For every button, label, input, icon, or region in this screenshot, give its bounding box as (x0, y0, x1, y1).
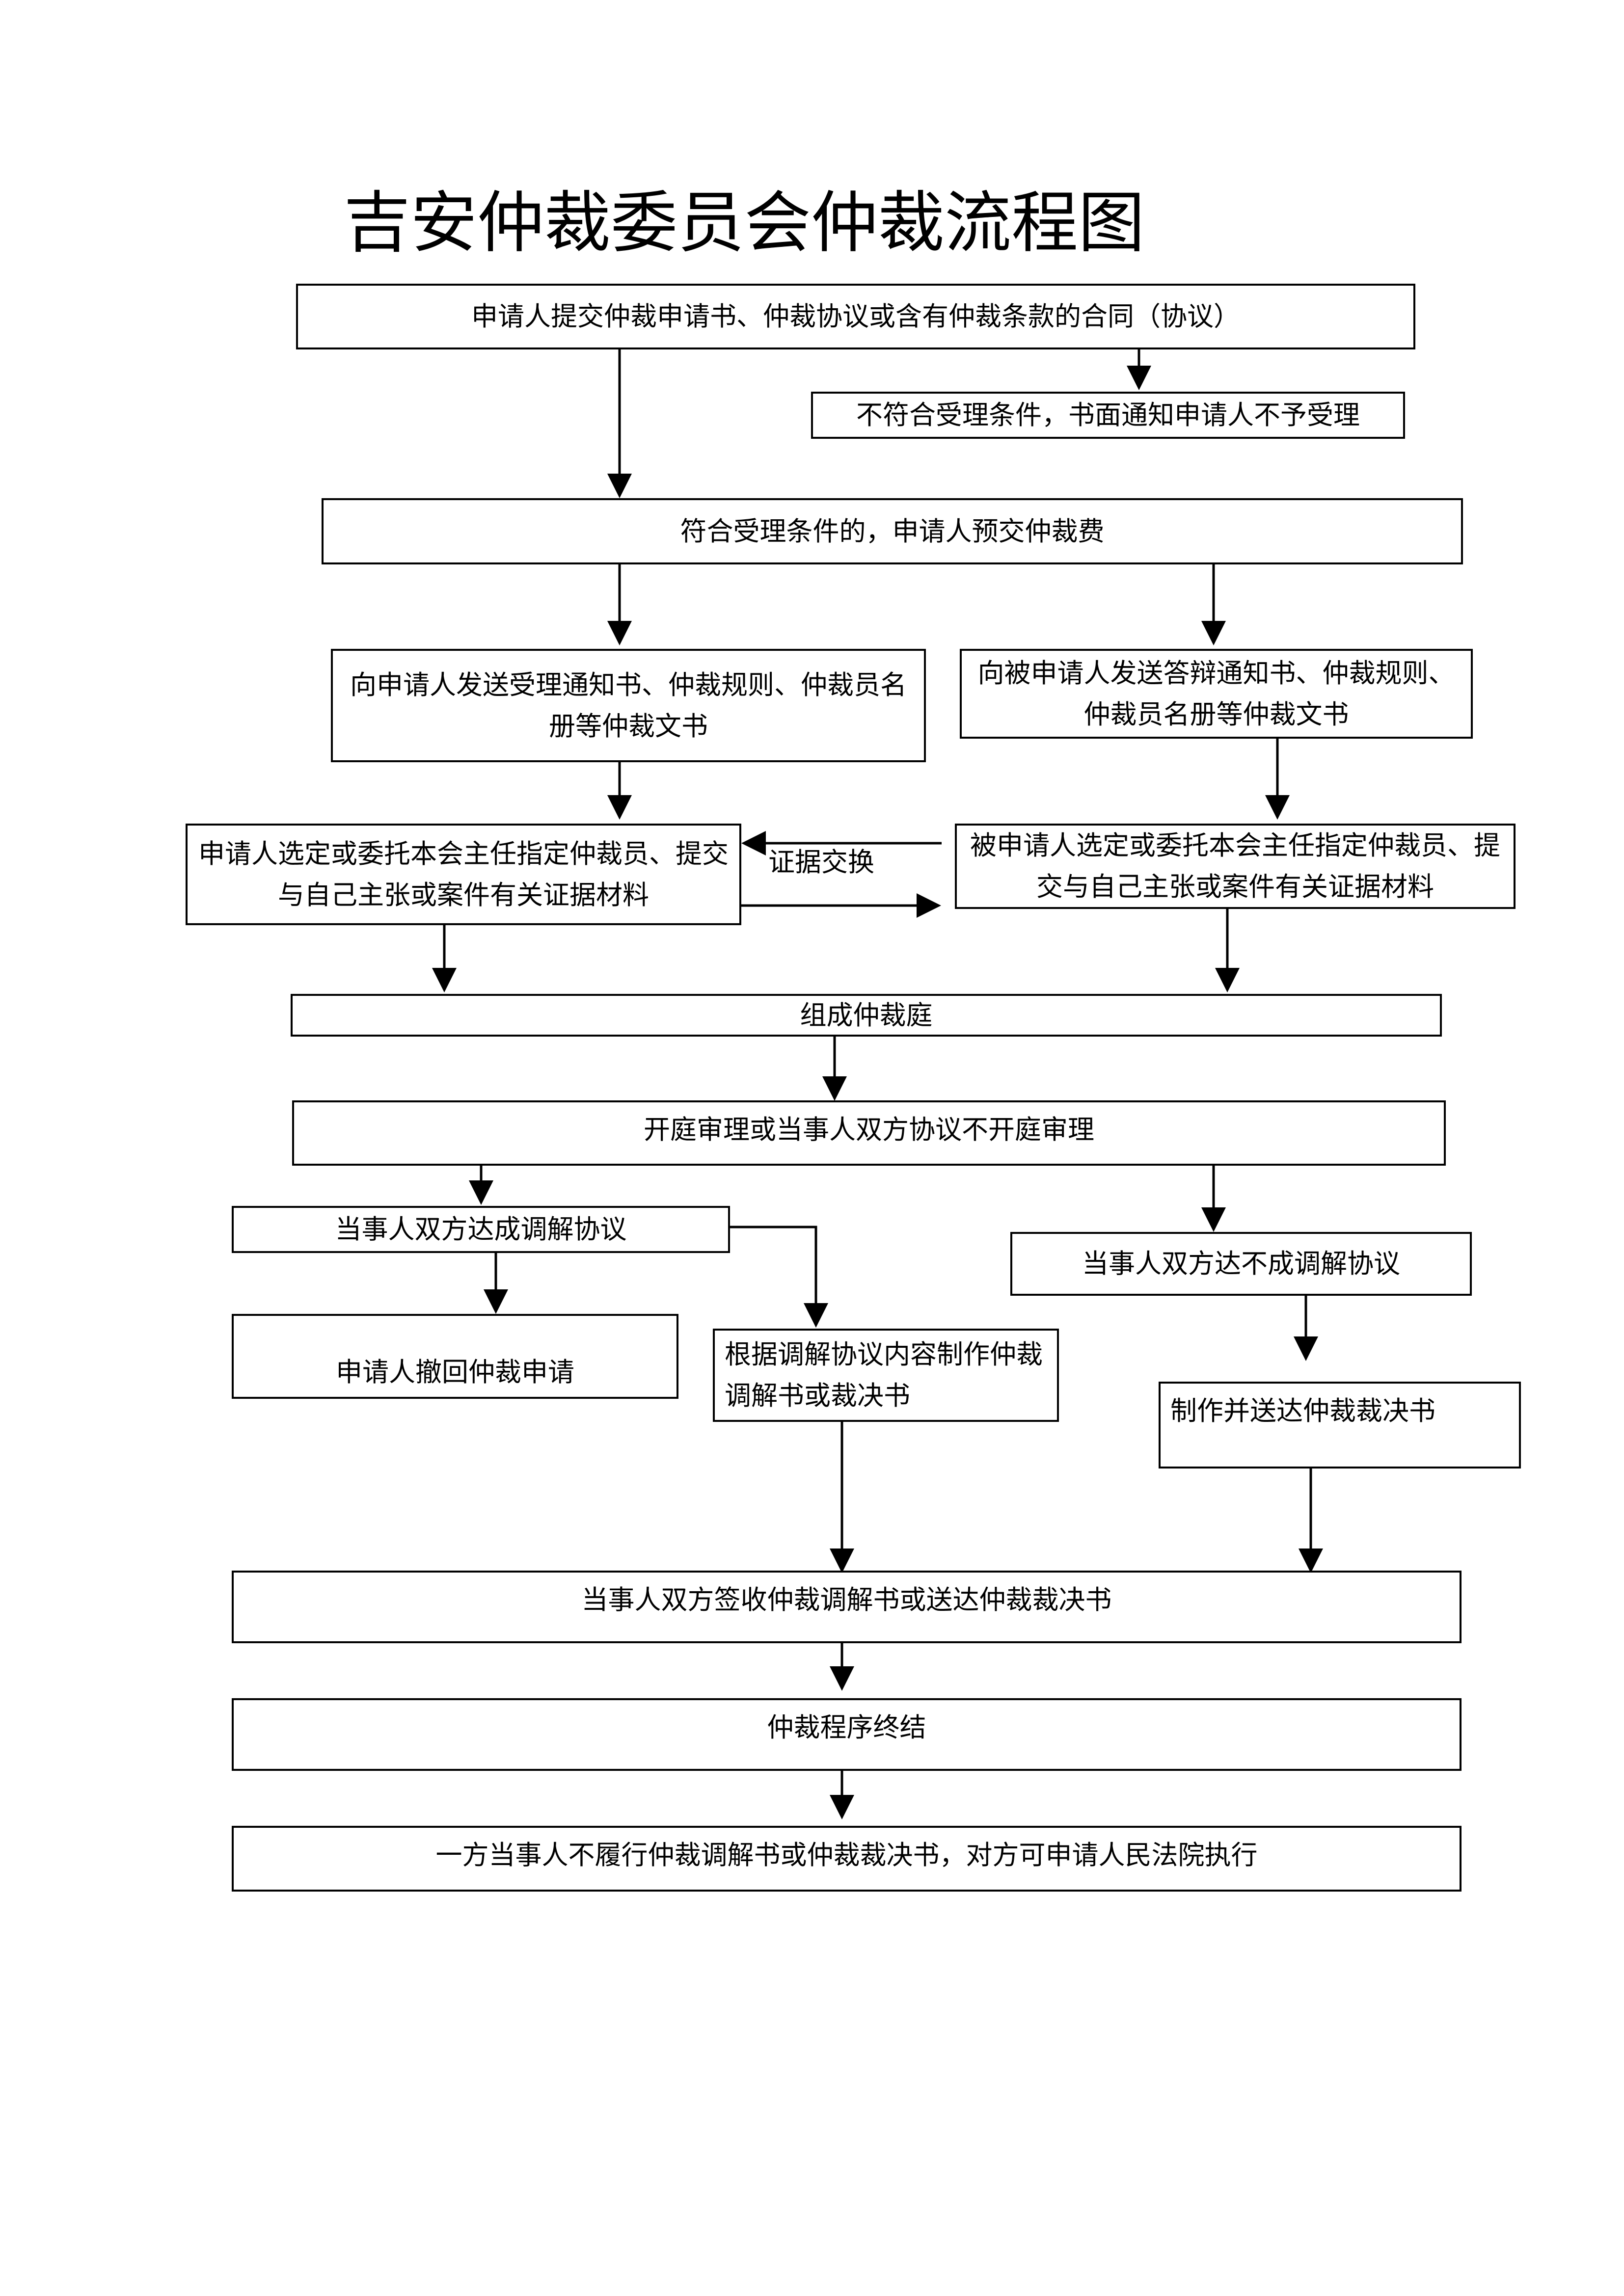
step-accept-text: 符合受理条件的，申请人预交仲裁费 (680, 515, 1105, 547)
step-notify-applicant-box: 向申请人发送受理通知书、仲裁规则、仲裁员名册等仲裁文书 (331, 649, 926, 762)
step-applicant-select-text: 申请人选定或委托本会主任指定仲裁员、提交与自己主张或案件有关证据材料 (198, 838, 729, 910)
step-applicant-select-box: 申请人选定或委托本会主任指定仲裁员、提交与自己主张或案件有关证据材料 (186, 824, 741, 925)
step-notify-respondent-text: 向被申请人发送答辩通知书、仲裁规则、仲裁员名册等仲裁文书 (977, 657, 1455, 730)
step-sign-receipt-box: 当事人双方签收仲裁调解书或送达仲裁裁决书 (232, 1571, 1462, 1643)
step-mediation-reached-box: 当事人双方达成调解协议 (232, 1206, 730, 1253)
step-withdraw-box: 申请人撤回仲裁申请 (232, 1314, 678, 1399)
step-terminate-box: 仲裁程序终结 (232, 1698, 1462, 1771)
step-mediation-failed-box: 当事人双方达不成调解协议 (1010, 1232, 1472, 1296)
step-mediation-failed-text: 当事人双方达不成调解协议 (1082, 1248, 1400, 1279)
step-make-award-box: 制作并送达仲裁裁决书 (1159, 1382, 1521, 1468)
evidence-exchange-label: 证据交换 (768, 847, 874, 878)
step-enforce-text: 一方当事人不履行仲裁调解书或仲裁裁决书，对方可申请人民法院执行 (435, 1840, 1258, 1870)
step-respondent-select-box: 被申请人选定或委托本会主任指定仲裁员、提交与自己主张或案件有关证据材料 (955, 824, 1516, 909)
arrow-reached-to-make-mediation (730, 1226, 828, 1328)
step-accept-box: 符合受理条件的，申请人预交仲裁费 (322, 498, 1463, 564)
step-enforce-box: 一方当事人不履行仲裁调解书或仲裁裁决书，对方可申请人民法院执行 (232, 1826, 1462, 1892)
step-terminate-text: 仲裁程序终结 (767, 1712, 926, 1743)
step-make-mediation-text: 根据调解协议内容制作仲裁调解书或裁决书 (725, 1339, 1043, 1411)
step-make-award-text: 制作并送达仲裁裁决书 (1170, 1395, 1435, 1426)
step-mediation-reached-text: 当事人双方达成调解协议 (335, 1214, 627, 1245)
step-make-mediation-box: 根据调解协议内容制作仲裁调解书或裁决书 (713, 1329, 1059, 1422)
step-notify-respondent-box: 向被申请人发送答辩通知书、仲裁规则、仲裁员名册等仲裁文书 (960, 649, 1473, 739)
step-withdraw-text: 申请人撤回仲裁申请 (336, 1357, 574, 1388)
step-form-tribunal-box: 组成仲裁庭 (291, 994, 1442, 1037)
step-sign-receipt-text: 当事人双方签收仲裁调解书或送达仲裁裁决书 (581, 1584, 1112, 1615)
step-reject-text: 不符合受理条件，书面通知申请人不予受理 (856, 400, 1360, 430)
step-hearing-box: 开庭审理或当事人双方协议不开庭审理 (292, 1100, 1446, 1166)
step-respondent-select-text: 被申请人选定或委托本会主任指定仲裁员、提交与自己主张或案件有关证据材料 (970, 830, 1500, 902)
step-submit-box: 申请人提交仲裁申请书、仲裁协议或含有仲裁条款的合同（协议） (296, 284, 1415, 349)
step-notify-applicant-text: 向申请人发送受理通知书、仲裁规则、仲裁员名册等仲裁文书 (350, 669, 907, 742)
step-hearing-text: 开庭审理或当事人双方协议不开庭审理 (644, 1114, 1094, 1145)
step-reject-box: 不符合受理条件，书面通知申请人不予受理 (811, 392, 1405, 439)
step-submit-text: 申请人提交仲裁申请书、仲裁协议或含有仲裁条款的合同（协议） (471, 301, 1240, 332)
page-title: 吉安仲裁委员会仲裁流程图 (344, 185, 1145, 262)
step-form-tribunal-text: 组成仲裁庭 (800, 999, 933, 1031)
